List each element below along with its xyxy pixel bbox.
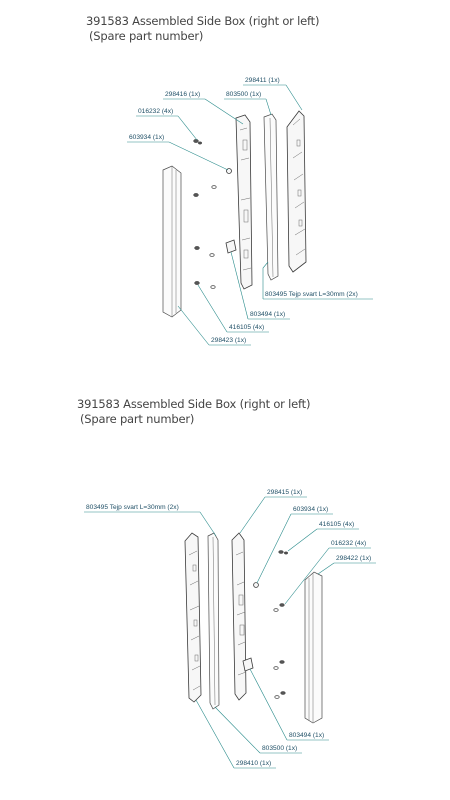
label-016232: 016232 (4x)	[284, 540, 371, 605]
label-298416: 298416 (1x)	[163, 91, 244, 125]
screw	[193, 193, 199, 197]
label-298423-text: 298423 (1x)	[211, 337, 246, 344]
diagram-2-title-line2: (Spare part number)	[80, 412, 195, 426]
label-298423: 298423 (1x)	[177, 305, 251, 346]
label-298422-text: 298422 (1x)	[336, 555, 371, 562]
label-298410: 298410 (1x)	[195, 699, 276, 769]
screw	[194, 246, 200, 250]
label-416105: 416105 (4x)	[287, 521, 359, 552]
washer	[273, 608, 279, 612]
diagram-2-title-line1: 391583 Assembled Side Box (right or left…	[77, 397, 311, 411]
label-803500: 803500 (1x)	[224, 91, 272, 116]
screw	[193, 139, 202, 145]
label-803495: 803495 Tejp svart L=30mm (2x)	[262, 261, 373, 300]
label-298415-text: 298415 (1x)	[267, 489, 302, 496]
label-803495: 803495 Tejp svart L=30mm (2x)	[84, 504, 217, 537]
screws-group-1	[193, 139, 217, 289]
washer	[274, 695, 280, 699]
screw	[280, 691, 286, 695]
label-298410-text: 298410 (1x)	[236, 760, 271, 767]
part-803494-spring	[242, 657, 254, 672]
part-298423-cover-plate	[162, 165, 182, 318]
diagram-2: 803495 Tejp svart L=30mm (2x) 298415 (1x…	[84, 489, 376, 769]
label-298411: 298411 (1x)	[243, 77, 303, 111]
diagram-1-title-line1: 391583 Assembled Side Box (right or left…	[86, 14, 320, 28]
diagram-1: 298411 (1x) 298416 (1x) 803500 (1x) 0162…	[127, 77, 373, 346]
label-803495-text: 803495 Tejp svart L=30mm (2x)	[265, 291, 358, 298]
washer	[273, 666, 279, 670]
label-603934: 603934 (1x)	[256, 506, 333, 584]
diagram-1-title-line2: (Spare part number)	[89, 29, 204, 43]
label-803500: 803500 (1x)	[214, 706, 302, 754]
label-416105: 416105 (4x)	[197, 284, 269, 333]
label-603934-text: 603934 (1x)	[129, 134, 164, 141]
label-416105-text: 416105 (4x)	[319, 521, 354, 528]
part-298411-outer-frame	[286, 110, 307, 273]
washer	[210, 285, 216, 289]
part-803500-rail	[207, 532, 220, 710]
label-016232-text: 016232 (4x)	[138, 108, 173, 115]
label-603934: 603934 (1x)	[127, 134, 229, 171]
washer	[209, 253, 215, 257]
label-803494-text: 803494 (1x)	[250, 311, 285, 318]
label-016232-text: 016232 (4x)	[331, 540, 366, 547]
part-298416-inner-frame	[235, 114, 253, 290]
label-803494-text: 803494 (1x)	[289, 732, 324, 739]
label-803495-text: 803495 Tejp svart L=30mm (2x)	[86, 504, 179, 511]
screws-group-2	[273, 550, 289, 699]
label-298422: 298422 (1x)	[317, 555, 376, 575]
part-298415-inner-frame	[231, 532, 247, 701]
part-803494-spring	[225, 239, 237, 254]
label-803494: 803494 (1x)	[249, 668, 329, 741]
part-298410-outer-frame	[184, 532, 202, 703]
label-298416-text: 298416 (1x)	[165, 91, 200, 98]
part-603934-knob	[253, 582, 259, 588]
part-298422-cover-plate	[304, 571, 323, 724]
label-016232: 016232 (4x)	[136, 108, 198, 141]
label-298411-text: 298411 (1x)	[245, 77, 280, 84]
screw	[194, 281, 200, 285]
label-416105-text: 416105 (4x)	[229, 324, 264, 331]
label-803494: 803494 (1x)	[230, 251, 290, 320]
diagram-2-title: 391583 Assembled Side Box (right or left…	[77, 397, 310, 427]
screw	[278, 550, 289, 555]
label-603934-text: 603934 (1x)	[293, 506, 328, 513]
diagram-1-title: 391583 Assembled Side Box (right or left…	[86, 14, 319, 44]
label-803500-text: 803500 (1x)	[226, 91, 261, 98]
screw	[279, 660, 285, 664]
part-603934-knob	[226, 168, 232, 174]
label-803500-text: 803500 (1x)	[262, 745, 297, 752]
part-803500-rail	[263, 113, 279, 281]
screw	[279, 603, 285, 607]
label-298415: 298415 (1x)	[239, 489, 307, 534]
washer	[211, 185, 217, 189]
